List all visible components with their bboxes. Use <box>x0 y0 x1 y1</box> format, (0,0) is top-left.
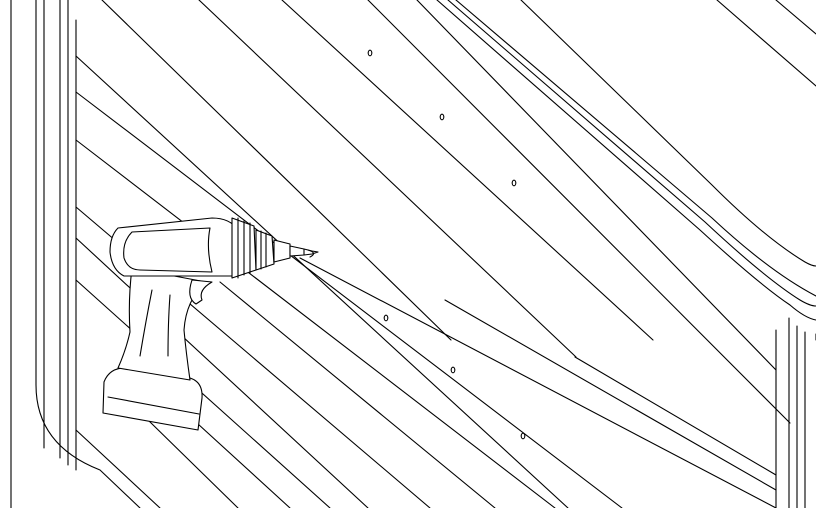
curved-rail <box>436 0 816 321</box>
screw-hole-icon <box>367 49 373 57</box>
left-frame <box>10 0 141 508</box>
screw-hole-icon <box>383 314 389 322</box>
cordless-drill-icon <box>102 217 319 431</box>
screw-hole-icon <box>439 113 445 121</box>
screw-hole-icon <box>511 179 517 187</box>
screw-holes <box>367 49 526 440</box>
screw-hole-icon <box>450 366 456 374</box>
screw-hole-icon <box>520 432 526 440</box>
right-frame <box>775 317 816 508</box>
deck-boards <box>75 0 791 508</box>
